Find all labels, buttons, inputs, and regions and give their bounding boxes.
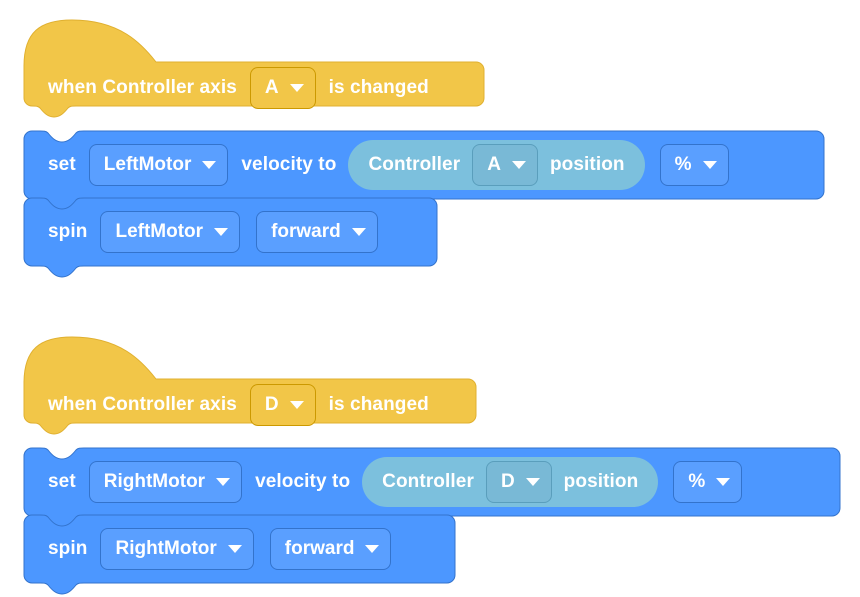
controller-position-reporter[interactable]: Controller A position [348,140,645,190]
spin-block-left[interactable]: spin LeftMotor forward [23,197,438,278]
reporter-axis-value: A [487,154,501,175]
reporter-axis-dropdown[interactable]: A [472,144,538,186]
units-dropdown[interactable]: % [659,144,729,186]
motor-dropdown[interactable]: LeftMotor [88,144,229,186]
chevron-down-icon [227,545,242,553]
chevron-down-icon [202,161,217,169]
controller-label: Controller [382,471,474,492]
chevron-down-icon [214,228,229,236]
spin-label: spin [48,221,88,242]
hat-block-shape [23,336,477,435]
set-label: set [48,154,76,175]
spin-direction-value: forward [284,538,355,559]
hat-text-before: when Controller axis [48,77,237,98]
spin-motor-dropdown[interactable]: RightMotor [100,528,254,570]
spin-motor-value: LeftMotor [115,221,204,242]
spin-direction-dropdown[interactable]: forward [256,211,378,253]
spin-direction-value: forward [271,221,341,242]
motor-dropdown-value: RightMotor [103,471,206,492]
hat-text-after: is changed [328,394,429,415]
units-dropdown[interactable]: % [673,461,743,503]
chevron-down-icon [716,478,731,486]
set-velocity-block-left[interactable]: set LeftMotor velocity to Controller A p… [23,130,825,211]
event-hat-block-axis-a[interactable]: when Controller axis A is changed [23,18,500,132]
velocity-to-label: velocity to [241,154,337,175]
units-dropdown-value: % [674,154,692,175]
axis-dropdown[interactable]: A [249,67,316,109]
position-label: position [549,154,625,175]
axis-dropdown-value: A [264,77,279,98]
set-label: set [48,471,76,492]
motor-dropdown-value: LeftMotor [103,154,192,175]
controller-label: Controller [368,154,461,175]
reporter-axis-dropdown[interactable]: D [485,461,552,503]
motor-dropdown[interactable]: RightMotor [88,461,243,503]
chevron-down-icon [525,478,540,486]
chevron-down-icon [365,545,380,553]
chevron-down-icon [216,478,231,486]
spin-motor-value: RightMotor [115,538,217,559]
units-dropdown-value: % [688,471,706,492]
velocity-to-label: velocity to [255,471,351,492]
chevron-down-icon [289,401,304,409]
script-left-motor[interactable]: when Controller axis A is changed set Le… [23,18,825,278]
axis-dropdown[interactable]: D [249,384,316,426]
reporter-axis-value: D [500,471,515,492]
spin-motor-dropdown[interactable]: LeftMotor [100,211,241,253]
spin-direction-dropdown[interactable]: forward [269,528,392,570]
axis-dropdown-value: D [264,394,279,415]
hat-text-before: when Controller axis [48,394,237,415]
controller-position-reporter[interactable]: Controller D position [362,457,659,507]
position-label: position [563,471,639,492]
hat-text-after: is changed [328,77,429,98]
chevron-down-icon [702,161,717,169]
spin-block-right[interactable]: spin RightMotor forward [23,514,456,595]
script-right-motor[interactable]: when Controller axis D is changed set Ri… [23,335,841,595]
chevron-down-icon [351,228,366,236]
spin-label: spin [48,538,88,559]
set-velocity-block-right[interactable]: set RightMotor velocity to Controller D … [23,447,841,528]
chevron-down-icon [511,161,526,169]
chevron-down-icon [289,84,304,92]
event-hat-block-axis-d[interactable]: when Controller axis D is changed [23,335,492,449]
